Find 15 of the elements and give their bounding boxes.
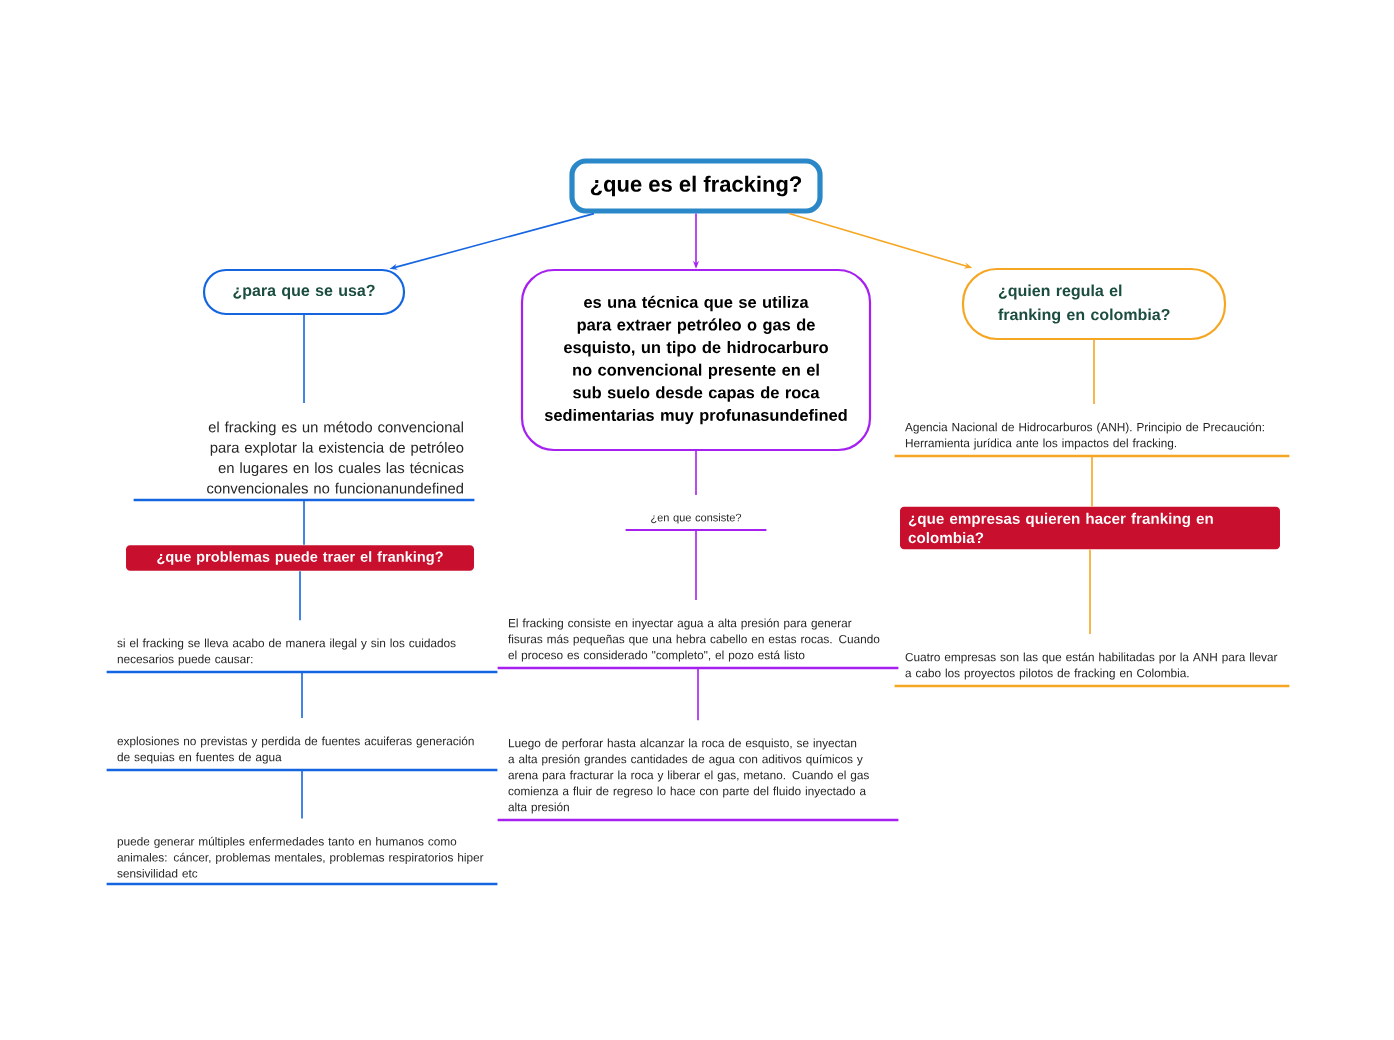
central-topic-box: ¿que es el fracking? (569, 158, 823, 214)
connector-line (301, 671, 303, 719)
connector-line (1091, 455, 1093, 508)
connector-line (1089, 548, 1091, 635)
connector-line (299, 570, 301, 621)
definition-box: es una técnica que se utiliza para extraer petróleo o gas de esquisto, un tipo de hidrocarburo no convencional presente en el sub suelo desde capas de roca sedimentarias muy profunasundefined (520, 268, 872, 452)
topic-box: ¿para que se usa? (202, 268, 406, 316)
topic-box: ¿quien regula el franking en colombia? (961, 267, 1227, 341)
connector-line (695, 450, 697, 496)
connector-line (303, 499, 305, 546)
connector-line (695, 529, 697, 601)
connector-line (697, 667, 699, 721)
connector-line (303, 314, 305, 404)
connector-line (1093, 339, 1095, 405)
connector-line (301, 769, 303, 820)
